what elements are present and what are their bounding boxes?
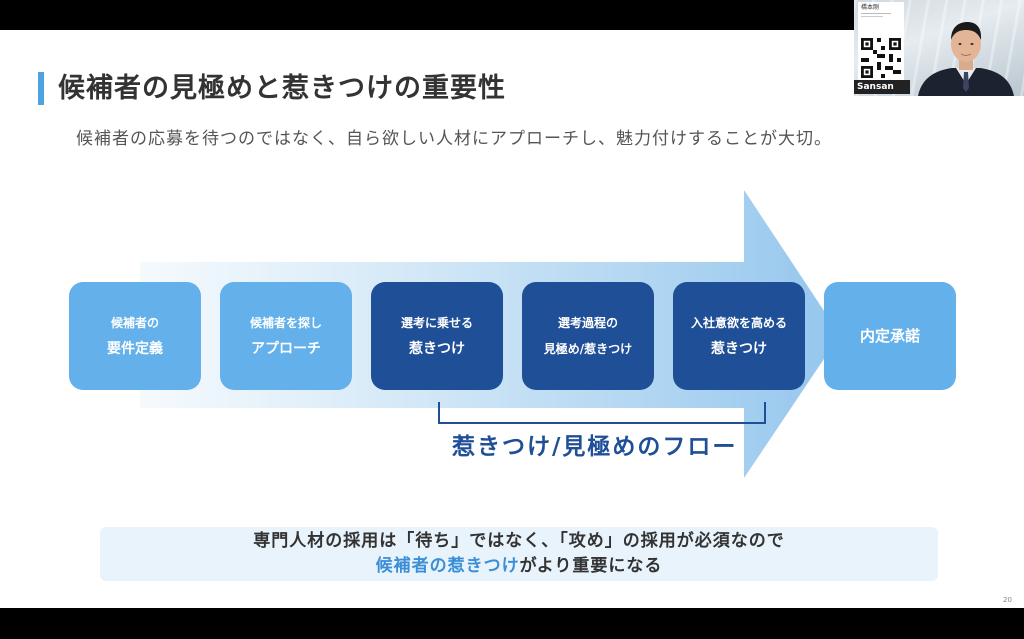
step-2-line-1: 候補者を探し — [249, 316, 322, 330]
step-5-line-1: 入社意欲を高める — [690, 316, 787, 330]
flow-label: 惹きつけ/見極めのフロー — [452, 434, 738, 460]
presentation-slide: 候補者の見極めと惹きつけの重要性 候補者の応募を待つのではなく、自ら欲しい人材に… — [0, 30, 1024, 608]
speaker-name-card: 橋本剛 — [858, 2, 904, 94]
step-3-line-1: 選考に乗せる — [400, 316, 473, 330]
step-4-line-1: 選考過程の — [557, 316, 618, 330]
speaker-affiliation-placeholder — [861, 12, 891, 17]
qr-code-icon — [861, 38, 901, 78]
step-selection-evaluation: 選考過程の 見極め/惹きつけ — [522, 282, 654, 390]
step-raise-motivation: 入社意欲を高める 惹きつけ — [673, 282, 805, 390]
step-1-line-2: 要件定義 — [107, 341, 163, 357]
step-1-line-1: 候補者の — [110, 316, 159, 330]
title-accent-bar — [38, 72, 44, 105]
step-3-line-2: 惹きつけ — [409, 341, 465, 357]
speaker-video-thumbnail[interactable]: 橋本剛 Sansa — [854, 0, 1024, 96]
slide-title: 候補者の見極めと惹きつけの重要性 — [58, 73, 506, 104]
speaker-person-image — [918, 22, 1014, 96]
brand-logo: Sansan — [857, 82, 894, 92]
flow-bracket — [438, 402, 766, 424]
key-message-callout: 専門人材の採用は「待ち」ではなく、「攻め」の採用が必須なので 候補者の惹きつけが… — [100, 527, 938, 581]
step-requirement-definition: 候補者の 要件定義 — [69, 282, 201, 390]
page-number: 20 — [1003, 596, 1012, 604]
step-6-line-1: 内定承諾 — [859, 327, 920, 345]
callout-line-1: 専門人材の採用は「待ち」ではなく、「攻め」の採用が必須なので — [253, 531, 785, 551]
speaker-name: 橋本剛 — [861, 4, 880, 11]
step-attract-to-selection: 選考に乗せる 惹きつけ — [371, 282, 503, 390]
letterbox-bottom — [0, 608, 1024, 639]
callout-line-2-rest: がより重要になる — [519, 556, 663, 576]
brand-strip: Sansan — [854, 80, 910, 94]
callout-highlight: 候補者の惹きつけ — [375, 556, 520, 576]
step-2-line-2: アプローチ — [251, 341, 321, 357]
step-offer-acceptance: 内定承諾 — [824, 282, 956, 390]
flow-diagram: 候補者の 要件定義 候補者を探し アプローチ 選考に乗せる 惹きつけ 選考過程の… — [0, 30, 1024, 608]
step-4-line-2: 見極め/惹きつけ — [543, 342, 633, 356]
step-search-approach: 候補者を探し アプローチ — [220, 282, 352, 390]
slide-subtitle: 候補者の応募を待つのではなく、自ら欲しい人材にアプローチし、魅力付けすることが大… — [76, 129, 832, 149]
letterbox-top — [0, 0, 1024, 30]
callout-line-2: 候補者の惹きつけがより重要になる — [376, 554, 663, 579]
step-5-line-2: 惹きつけ — [711, 341, 767, 357]
